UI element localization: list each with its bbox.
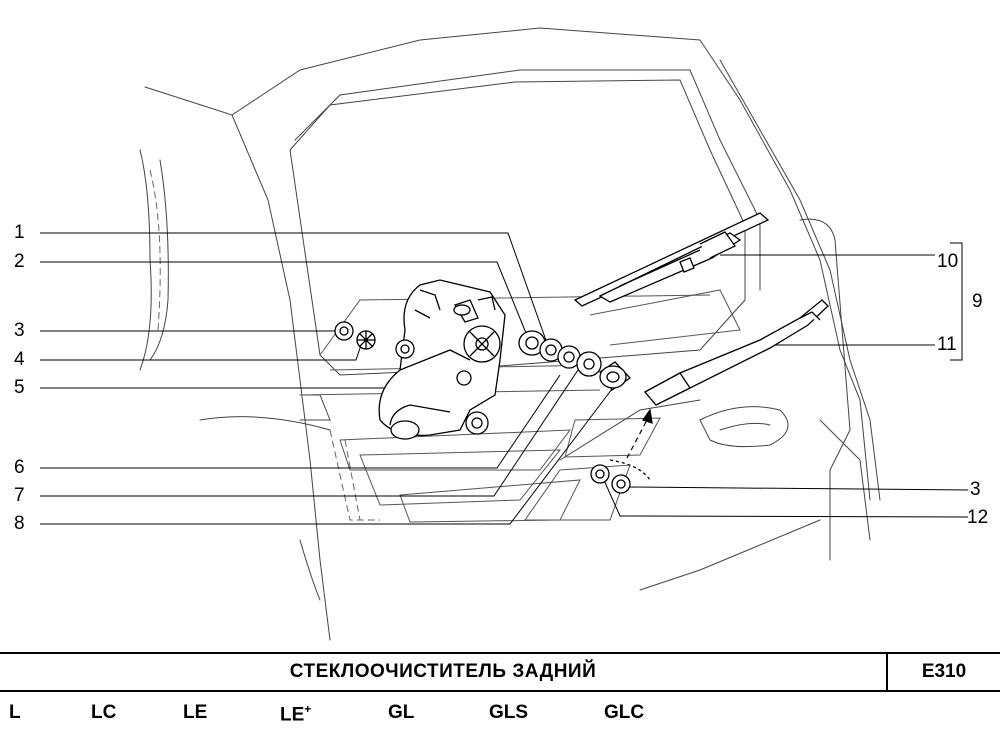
wiper-motor	[378, 279, 506, 440]
callout-9: 9	[972, 291, 983, 312]
variant-lc: LC	[91, 702, 117, 723]
callout-12: 12	[967, 507, 989, 528]
arm-nut-and-cap	[590, 459, 651, 494]
callout-4: 4	[14, 349, 25, 370]
variant-gl: GL	[388, 702, 415, 723]
callout-6: 6	[14, 457, 25, 478]
exploded-view-drawing	[40, 27, 969, 641]
assembly-arrow	[626, 408, 653, 459]
catalog-code: E310	[921, 661, 967, 682]
car-body-outline	[139, 27, 881, 641]
page-title: СТЕКЛООЧИСТИТЕЛЬ ЗАДНИЙ	[0, 654, 888, 690]
callout-10: 10	[937, 251, 959, 272]
callout-3-upper: 3	[14, 320, 25, 341]
callout-7: 7	[14, 485, 25, 506]
callout-1: 1	[14, 222, 25, 243]
variant-plus-sign: +	[304, 702, 312, 716]
callout-2: 2	[14, 251, 25, 272]
variant-glc: GLC	[604, 702, 645, 723]
callout-3-lower: 3	[970, 479, 981, 500]
wiper-blade	[573, 212, 770, 307]
callout-11: 11	[937, 334, 957, 355]
trim-panel-lines	[149, 169, 380, 521]
variant-gls: GLS	[489, 702, 529, 723]
nut-and-washer	[334, 321, 376, 350]
variant-le-plus: LE+	[280, 702, 311, 726]
callout-5: 5	[14, 377, 25, 398]
leader-lines	[40, 232, 969, 525]
wiper-arm	[643, 299, 829, 406]
shaft-bushings	[518, 330, 631, 391]
variant-le-plus-label: LE	[280, 704, 305, 726]
variant-l: L	[9, 702, 21, 723]
callout-8: 8	[14, 513, 25, 534]
variant-le: LE	[183, 702, 208, 723]
title-block: СТЕКЛООЧИСТИТЕЛЬ ЗАДНИЙ E310	[0, 652, 1000, 692]
